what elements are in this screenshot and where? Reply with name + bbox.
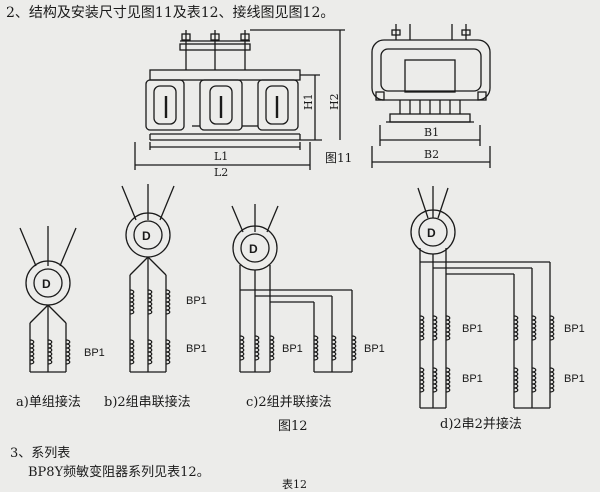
diagram-c [231, 204, 357, 373]
dim-l2: L2 [214, 166, 228, 179]
resistor-label-a: BP1 [84, 347, 105, 359]
dim-b1: B1 [424, 126, 439, 139]
dim-b2: B2 [424, 148, 439, 161]
section-heading: 2、结构及安装尺寸见图11及表12、接线图见图12。 [6, 5, 335, 21]
resistor-label-b1: BP1 [186, 295, 207, 307]
motor-label-c: D [249, 242, 258, 256]
diagram-b [121, 184, 175, 373]
table-caption-partial: 表12 [282, 478, 307, 491]
dim-l1: L1 [214, 150, 228, 163]
resistor-label-d4: BP1 [564, 373, 585, 385]
resistor-label-d2: BP1 [462, 373, 483, 385]
resistor-label-d3: BP1 [564, 323, 585, 335]
resistor-label-c1: BP1 [282, 343, 303, 355]
caption-d: d)2串2并接法 [440, 416, 522, 432]
figure-11-front-view [134, 29, 345, 170]
dim-h1: H1 [302, 93, 315, 110]
section-3-title: 3、系列表 [10, 446, 71, 461]
motor-label-d: D [427, 226, 436, 240]
diagram-d [410, 186, 555, 409]
figure-11-caption: 图11 [325, 151, 352, 165]
caption-b: b)2组串联接法 [104, 394, 191, 410]
motor-label-a: D [42, 277, 51, 291]
figure-11-side-view [371, 24, 491, 168]
resistor-label-d1: BP1 [462, 323, 483, 335]
motor-label-b: D [142, 229, 151, 243]
section-3-intro: BP8Y频敏变阻器系列见表12。 [28, 465, 210, 480]
figure-12-caption: 图12 [278, 419, 308, 434]
dim-h2: H2 [328, 93, 341, 110]
resistor-label-c2: BP1 [364, 343, 385, 355]
caption-c: c)2组并联接法 [246, 394, 332, 410]
caption-a: a)单组接法 [16, 394, 81, 410]
resistor-label-b2: BP1 [186, 343, 207, 355]
diagram-a [19, 226, 77, 373]
